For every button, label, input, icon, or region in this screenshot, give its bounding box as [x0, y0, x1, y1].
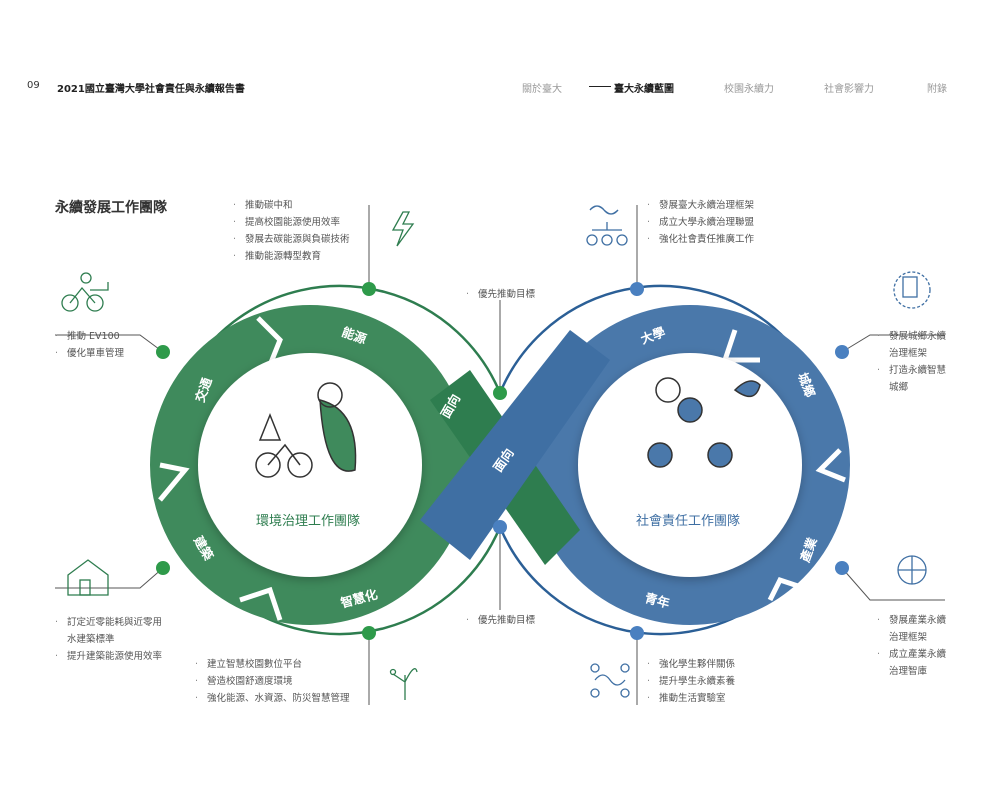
section-title: 永續發展工作團隊 — [55, 200, 167, 216]
smart-plant-icon — [389, 668, 418, 700]
building-items: 訂定近零能耗與近零用水建築標準提升建築能源使用效率 — [55, 614, 170, 665]
list-item: 提高校園能源使用效率 — [233, 214, 350, 231]
list-item: 發展去碳能源與負碳技術 — [233, 231, 350, 248]
left-center-circle — [198, 353, 422, 577]
transport-items: 推動 EV100優化單車管理 — [55, 328, 155, 362]
nav-campus[interactable]: 校園永續力 — [724, 84, 774, 95]
list-item: 提升學生永續素養 — [647, 673, 735, 690]
green-nodes — [156, 282, 507, 640]
list-item: 發展臺大永續治理框架 — [647, 197, 754, 214]
nav-appendix[interactable]: 附錄 — [927, 84, 947, 95]
nav-social[interactable]: 社會影響力 — [824, 84, 874, 95]
industry-items: 發展產業永續治理框架成立產業永續治理智庫 — [877, 612, 955, 680]
environment-icon — [255, 382, 357, 478]
blue-diagonal — [420, 330, 610, 560]
house-icon — [67, 559, 109, 596]
list-item: 強化能源、水資源、防災智慧管理 — [195, 690, 350, 707]
list-item: 成立大學永續治理聯盟 — [647, 214, 754, 231]
list-item: 訂定近零能耗與近零用水建築標準 — [55, 614, 170, 648]
list-item: 成立產業永續治理智庫 — [877, 646, 955, 680]
page-number: 09 — [27, 80, 40, 91]
list-item: 強化社會責任推廣工作 — [647, 231, 754, 248]
list-item: 推動 EV100 — [55, 328, 155, 345]
blue-nodes — [493, 282, 849, 640]
list-item: 營造校園舒適度環境 — [195, 673, 350, 690]
university-items: 發展臺大永續治理框架成立大學永續治理聯盟強化社會責任推廣工作 — [647, 197, 754, 248]
list-item: 提升建築能源使用效率 — [55, 648, 170, 665]
nav-blueprint[interactable]: 臺大永續藍圖 — [614, 84, 674, 95]
youth-items: 強化學生夥伴關係提升學生永續素養推動生活實驗室 — [647, 656, 735, 707]
list-item: 強化學生夥伴關係 — [647, 656, 735, 673]
report-title: 2021國立臺灣大學社會責任與永續報告書 — [57, 84, 245, 95]
list-item: 建立智慧校園數位平台 — [195, 656, 350, 673]
governance-icon — [586, 205, 628, 246]
energy-items: 推動碳中和提高校園能源使用效率發展去碳能源與負碳技術推動能源轉型教育 — [233, 197, 350, 265]
list-item: 推動能源轉型教育 — [233, 248, 350, 265]
right-center-circle — [578, 353, 802, 577]
priority-bottom: 優先推動目標 — [466, 612, 535, 629]
nav-about[interactable]: 關於臺大 — [522, 84, 562, 95]
smart-items: 建立智慧校園數位平台營造校園舒適度環境強化能源、水資源、防災智慧管理 — [195, 656, 350, 707]
list-item: 推動生活實驗室 — [647, 690, 735, 707]
left-team-name: 環境治理工作團隊 — [256, 514, 361, 529]
right-team-name: 社會責任工作團隊 — [636, 514, 741, 529]
city-icon — [893, 271, 931, 309]
list-item: 推動碳中和 — [233, 197, 350, 214]
list-item: 發展產業永續治理框架 — [877, 612, 955, 646]
list-item: 打造永續智慧城鄉 — [877, 362, 955, 396]
priority-label: 優先推動目標 — [466, 612, 535, 629]
social-icon — [647, 377, 761, 468]
nav-active-indicator — [589, 86, 611, 87]
priority-label: 優先推動目標 — [466, 286, 535, 303]
list-item: 發展城鄉永續治理框架 — [877, 328, 955, 362]
priority-top: 優先推動目標 — [466, 286, 535, 303]
industry-network-icon — [897, 555, 927, 585]
list-item: 優化單車管理 — [55, 345, 155, 362]
youth-icon — [590, 663, 630, 698]
urban-items: 發展城鄉永續治理框架打造永續智慧城鄉 — [877, 328, 955, 396]
energy-icon — [391, 211, 415, 247]
green-band — [150, 305, 470, 625]
bicycle-icon — [61, 272, 109, 312]
